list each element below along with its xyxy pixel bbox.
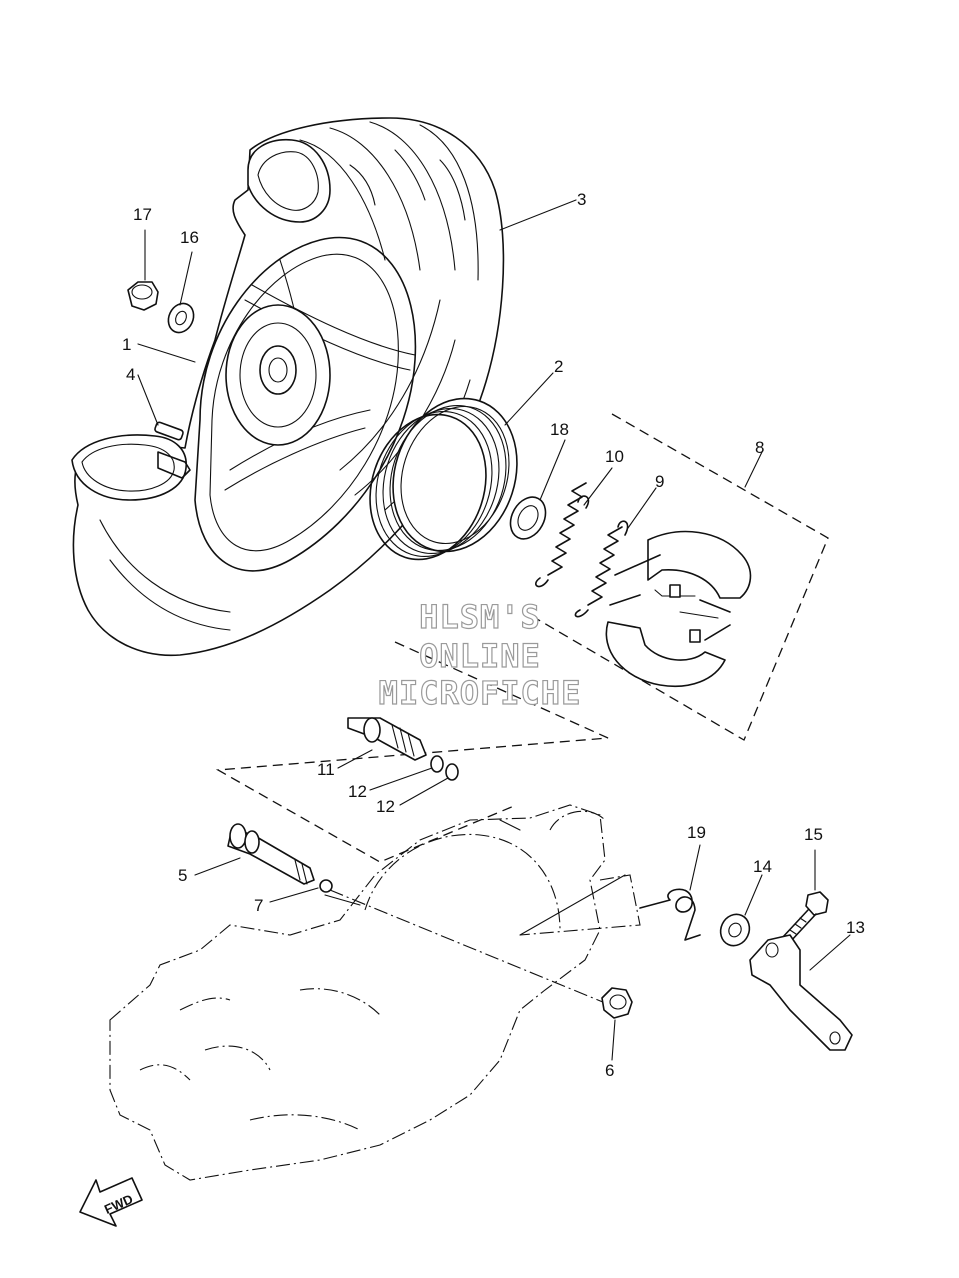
callout-6: 6 <box>605 1061 614 1080</box>
callout-5: 5 <box>178 866 187 885</box>
brake-cam-shaft <box>347 717 427 761</box>
nut-17 <box>127 281 159 311</box>
guide-lines <box>324 819 626 936</box>
watermark-line-1: HLSM'S <box>419 598 541 636</box>
return-spring-19 <box>639 888 701 941</box>
callout-1: 1 <box>122 335 131 354</box>
transmission-case <box>109 804 641 1181</box>
brake-shoes <box>605 530 752 687</box>
spring-10 <box>535 482 590 588</box>
watermark: HLSM'S ONLINE MICROFICHE <box>378 597 582 712</box>
oil-seal <box>509 496 547 540</box>
washer-14 <box>719 913 751 947</box>
leader-lines <box>137 199 851 1061</box>
callout-19: 19 <box>687 823 706 842</box>
callout-15: 15 <box>804 825 823 844</box>
brake-drum-ring <box>369 397 518 561</box>
axle-nut <box>601 987 633 1019</box>
callout-9: 9 <box>655 472 664 491</box>
callout-12b: 12 <box>376 797 395 816</box>
o-ring-a <box>430 755 444 773</box>
callout-13: 13 <box>846 918 865 937</box>
callout-17: 17 <box>133 205 152 224</box>
callout-3: 3 <box>577 190 586 209</box>
o-ring-b <box>445 763 459 781</box>
callout-12a: 12 <box>348 782 367 801</box>
circlip <box>319 879 333 893</box>
brake-arm-lever <box>749 934 853 1051</box>
callout-16: 16 <box>180 228 199 247</box>
callout-11: 11 <box>317 760 335 779</box>
callout-2: 2 <box>554 357 563 376</box>
callout-8: 8 <box>755 438 764 457</box>
rear-wheel-tire <box>71 117 505 657</box>
callout-14: 14 <box>753 857 772 876</box>
watermark-line-3: MICROFICHE <box>379 674 582 712</box>
fwd-direction-arrow: FWD <box>79 1177 143 1227</box>
axle-shaft <box>227 823 315 885</box>
spring-9 <box>574 520 629 618</box>
callout-10: 10 <box>605 447 624 466</box>
callout-18: 18 <box>550 420 569 439</box>
bolt-15 <box>781 891 829 943</box>
callout-4: 4 <box>126 365 135 384</box>
axle-centerline <box>329 889 611 1006</box>
callout-7: 7 <box>254 896 263 915</box>
kit-outline-11 <box>215 641 609 863</box>
washer-16 <box>167 302 195 334</box>
watermark-line-2: ONLINE <box>419 637 541 675</box>
